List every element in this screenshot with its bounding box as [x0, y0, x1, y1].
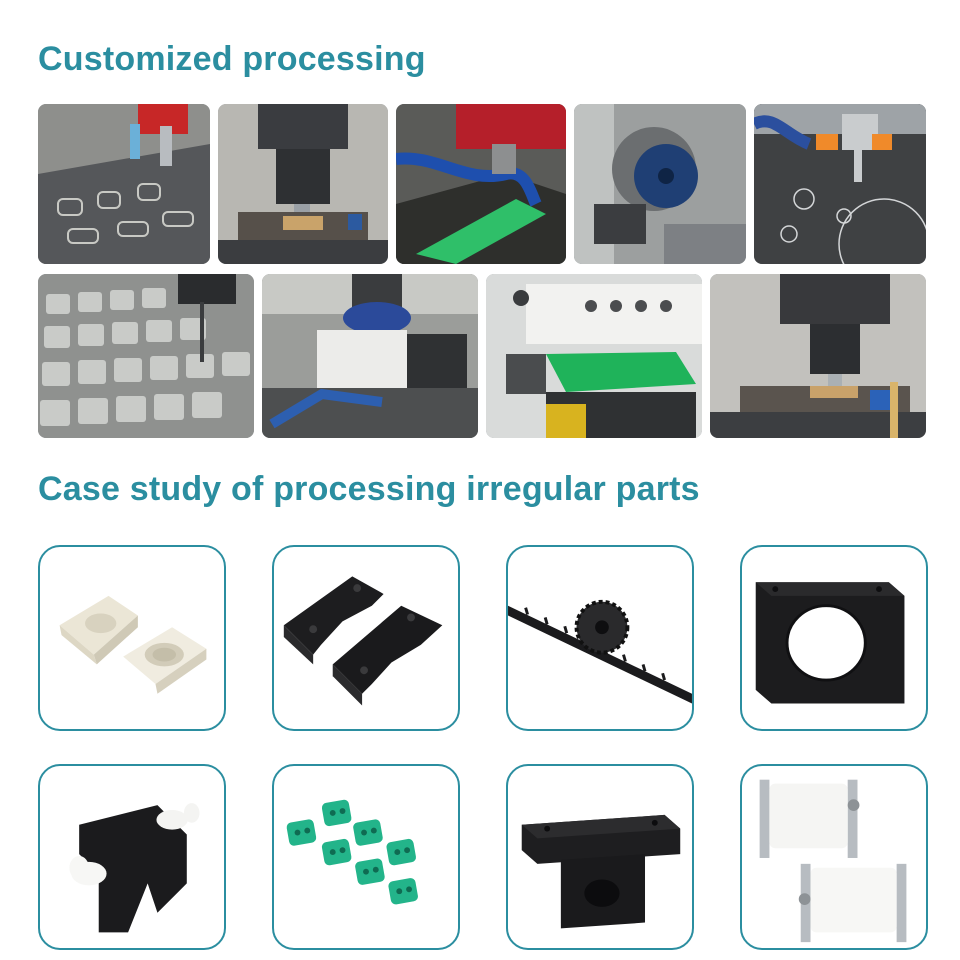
photo-green-sheet-machine	[486, 274, 702, 438]
photo-milling-spindle-vise	[218, 104, 388, 264]
part-white-square-washers	[38, 545, 226, 731]
part-black-slotted-blocks	[272, 545, 460, 731]
photo-white-block-clamped	[262, 274, 478, 438]
part-black-gear-rack	[506, 545, 694, 731]
photo-green-board-coolant-hose	[396, 104, 566, 264]
photo-lathe-chuck	[574, 104, 746, 264]
part-black-clip-white-knobs	[38, 764, 226, 950]
photo-cutting-circles-sheet	[754, 104, 926, 264]
photo-cnc-router-cutting-sheet	[38, 104, 210, 264]
section-title-case-study: Case study of processing irregular parts	[38, 470, 700, 508]
part-green-pads	[272, 764, 460, 950]
photo-milling-vise-blue-clamp	[710, 274, 926, 438]
part-black-pillow-block	[506, 764, 694, 950]
photo-drilling-square-pads	[38, 274, 254, 438]
part-white-rollers	[740, 764, 928, 950]
section-title-customized-processing: Customized processing	[38, 40, 426, 78]
part-black-frame-hole	[740, 545, 928, 731]
